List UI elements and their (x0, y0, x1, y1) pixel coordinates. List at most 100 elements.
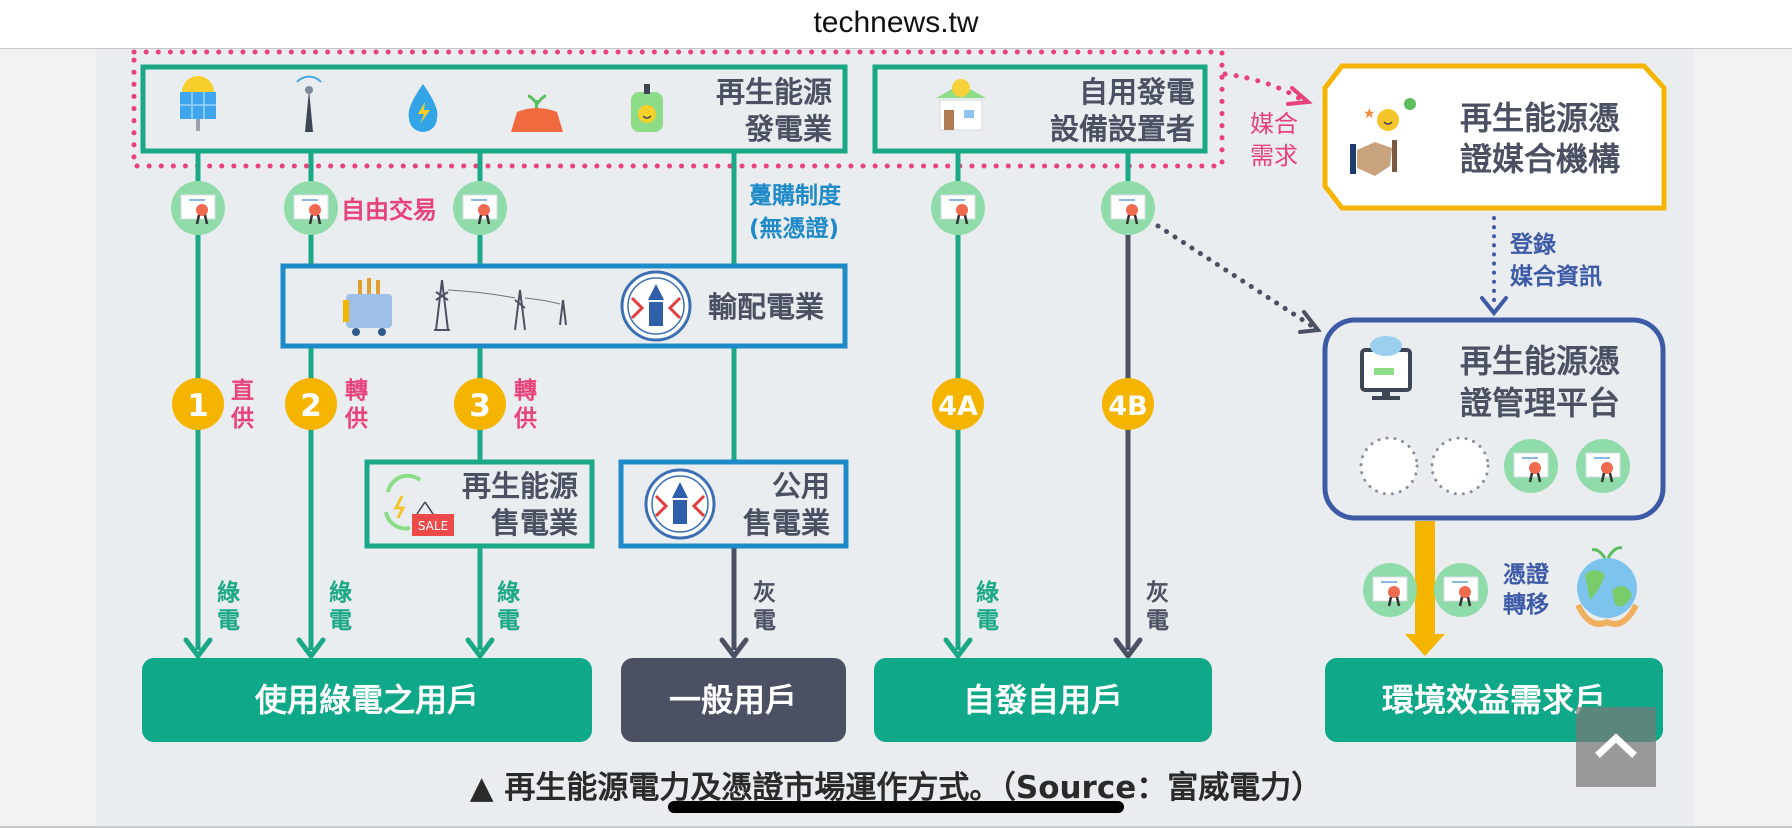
svg-text:電: 電 (497, 608, 520, 634)
computer-cloud-icon (1360, 336, 1412, 400)
page-bottom-divider (0, 826, 1792, 828)
platform-line1: 再生能源憑 (1460, 342, 1620, 380)
self-generation-house-icon (936, 79, 986, 131)
figure-caption: ▲ 再生能源電力及憑證市場運作方式。（Source：富威電力） (469, 770, 1323, 806)
green-users-box: 使用綠電之用戶 (142, 658, 592, 742)
browser-address-bar: technews.tw (0, 0, 1792, 49)
route-badge-4a: 4A (932, 378, 984, 430)
home-indicator[interactable] (668, 801, 1124, 813)
free-trade-label: 自由交易 (341, 196, 437, 224)
certificate-transfer-arrow-head (1405, 634, 1445, 656)
matching-arrow-head (1286, 86, 1313, 106)
matching-agency-box (1322, 63, 1667, 211)
matching-arrow (1222, 71, 1305, 103)
register-info-line1: 登錄 (1509, 231, 1556, 258)
certificate-icon-route1 (169, 179, 227, 237)
svg-text:環境效益需求戶: 環境效益需求戶 (1382, 681, 1606, 719)
route-2-label-line1: 轉 (345, 377, 368, 404)
re-retailer-line1: 再生能源 (462, 469, 578, 503)
svg-text:綠: 綠 (976, 579, 1000, 606)
certificate-transfer-arrow (1415, 521, 1435, 639)
certificate-icon-route3 (451, 179, 509, 237)
register-info-line2: 媒合資訊 (1510, 263, 1602, 290)
route-3-label-line2: 供 (513, 405, 537, 432)
arrow-head-green-1 (183, 637, 213, 661)
biomass-icon (511, 94, 563, 132)
arrow-heads (183, 637, 1143, 661)
svg-text:電: 電 (753, 608, 776, 634)
route-badge-3: 3 (454, 378, 506, 430)
svg-text:灰: 灰 (753, 579, 776, 606)
general-users-box: 一般用戶 (621, 658, 846, 742)
arrow-head-gray-public (719, 637, 749, 661)
transformer-icon (343, 278, 392, 336)
matching-region-outline (131, 49, 1225, 169)
green-power-label-4a: 綠 電 (976, 579, 1000, 634)
green-power-label-1: 綠 電 (217, 579, 241, 634)
svg-text:電: 電 (217, 608, 240, 634)
svg-text:綠: 綠 (329, 579, 353, 606)
cert-transfer-line1: 憑證 (1503, 561, 1550, 588)
certificate-icon-route2 (282, 179, 340, 237)
certificate-icon-route4a (929, 179, 987, 237)
green-power-label-2: 綠 電 (329, 579, 353, 634)
geothermal-icon (631, 84, 663, 132)
hydro-drop-icon (408, 84, 438, 132)
svg-text:1: 1 (187, 388, 209, 424)
svg-text:電: 電 (329, 608, 352, 634)
self-generation-label-line1: 自用發電 (1079, 75, 1195, 109)
green-flow-lines (195, 151, 1131, 650)
svg-text:4B: 4B (1108, 391, 1147, 422)
svg-text:SALE: SALE (418, 519, 448, 533)
svg-text:電: 電 (976, 608, 999, 634)
cert-to-platform-arrow (1155, 223, 1315, 329)
gray-power-label-public: 灰 電 (753, 579, 776, 634)
certificate-icon-transfer (1361, 561, 1419, 619)
svg-text:灰: 灰 (1146, 579, 1169, 606)
self-generation-label-line2: 設備設置者 (1050, 112, 1195, 146)
route-badge-4b: 4B (1102, 378, 1154, 430)
svg-text:2: 2 (300, 388, 322, 424)
svg-text:4A: 4A (938, 391, 978, 422)
producers-box (140, 64, 848, 154)
re-retailer-sale-icon: SALE (384, 473, 454, 536)
register-arrow-head (1480, 296, 1508, 317)
scroll-to-top-button[interactable] (1576, 707, 1656, 787)
grid-operator-label: 輸配電業 (708, 290, 824, 324)
route-badge-2: 2 (285, 378, 337, 430)
svg-text:綠: 綠 (217, 579, 241, 606)
arrow-head-green-2 (296, 637, 326, 661)
platform-line2: 證管理平台 (1460, 384, 1620, 422)
re-retailer-box (364, 459, 595, 549)
certificate-icon-transfer (1432, 561, 1490, 619)
solar-panel-icon (180, 76, 216, 131)
route-1-label-line1: 直 (231, 377, 254, 404)
route-badge-1: 1 (172, 378, 224, 430)
earth-hands-icon (1575, 546, 1639, 627)
self-generation-box (872, 64, 1208, 154)
svg-text:自發自用戶: 自發自用戶 (963, 681, 1123, 719)
arrow-head-green-3 (465, 637, 495, 661)
matching-demand-line2: 需求 (1250, 142, 1298, 170)
wind-turbine-icon (296, 75, 322, 132)
empty-certificate-slot (1359, 436, 1419, 496)
svg-text:使用綠電之用戶: 使用綠電之用戶 (254, 681, 479, 719)
arrow-head-gray-4b (1113, 637, 1143, 661)
cert-transfer-line2: 轉移 (1503, 591, 1549, 618)
self-users-box: 自發自用戶 (874, 658, 1212, 742)
site-title[interactable]: technews.tw (813, 6, 979, 39)
re-retailer-line2: 售電業 (491, 506, 578, 540)
certificate-icon-platform (1574, 437, 1632, 495)
public-retailer-line2: 售電業 (743, 506, 830, 540)
green-power-label-3: 綠 電 (497, 579, 521, 634)
producers-label-line1: 再生能源 (716, 75, 832, 109)
producers-label-line2: 發電業 (744, 112, 832, 146)
power-towers-icon (434, 279, 567, 331)
matching-agency-line1: 再生能源憑 (1460, 99, 1620, 137)
handshake-icon: ★ (1350, 98, 1416, 176)
cert-to-platform-arrow-head (1298, 310, 1322, 334)
gray-power-label-4b: 灰 電 (1146, 579, 1169, 634)
svg-text:★: ★ (1363, 106, 1376, 122)
arrow-head-green-4a (943, 637, 973, 661)
